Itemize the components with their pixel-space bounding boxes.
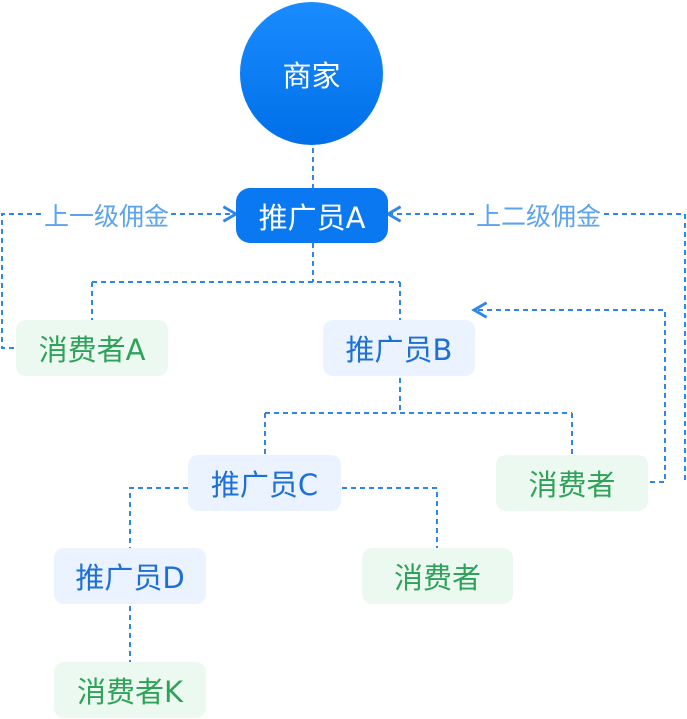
consumer-node-bottom: 消费者	[362, 548, 513, 604]
first-level-commission-label: 上一级佣金	[42, 197, 172, 233]
promoter-d-node: 推广员D	[54, 548, 206, 604]
consumer-node-right: 消费者	[496, 455, 648, 511]
consumer-return-path	[471, 301, 666, 483]
second-level-commission-label: 上二级佣金	[474, 197, 604, 233]
link-promoter-a-children	[91, 243, 401, 320]
link-promoter-c-left	[129, 487, 188, 548]
consumer-k-node: 消费者K	[54, 662, 206, 718]
consumer-a-node: 消费者A	[16, 320, 168, 376]
link-promoter-c-right	[342, 487, 438, 548]
promoter-b-node: 推广员B	[323, 320, 475, 376]
promoter-c-node: 推广员C	[188, 455, 341, 511]
merchant-node: 商家	[240, 2, 383, 145]
promoter-a-node: 推广员A	[236, 188, 388, 243]
link-promoter-b-children	[264, 378, 573, 455]
